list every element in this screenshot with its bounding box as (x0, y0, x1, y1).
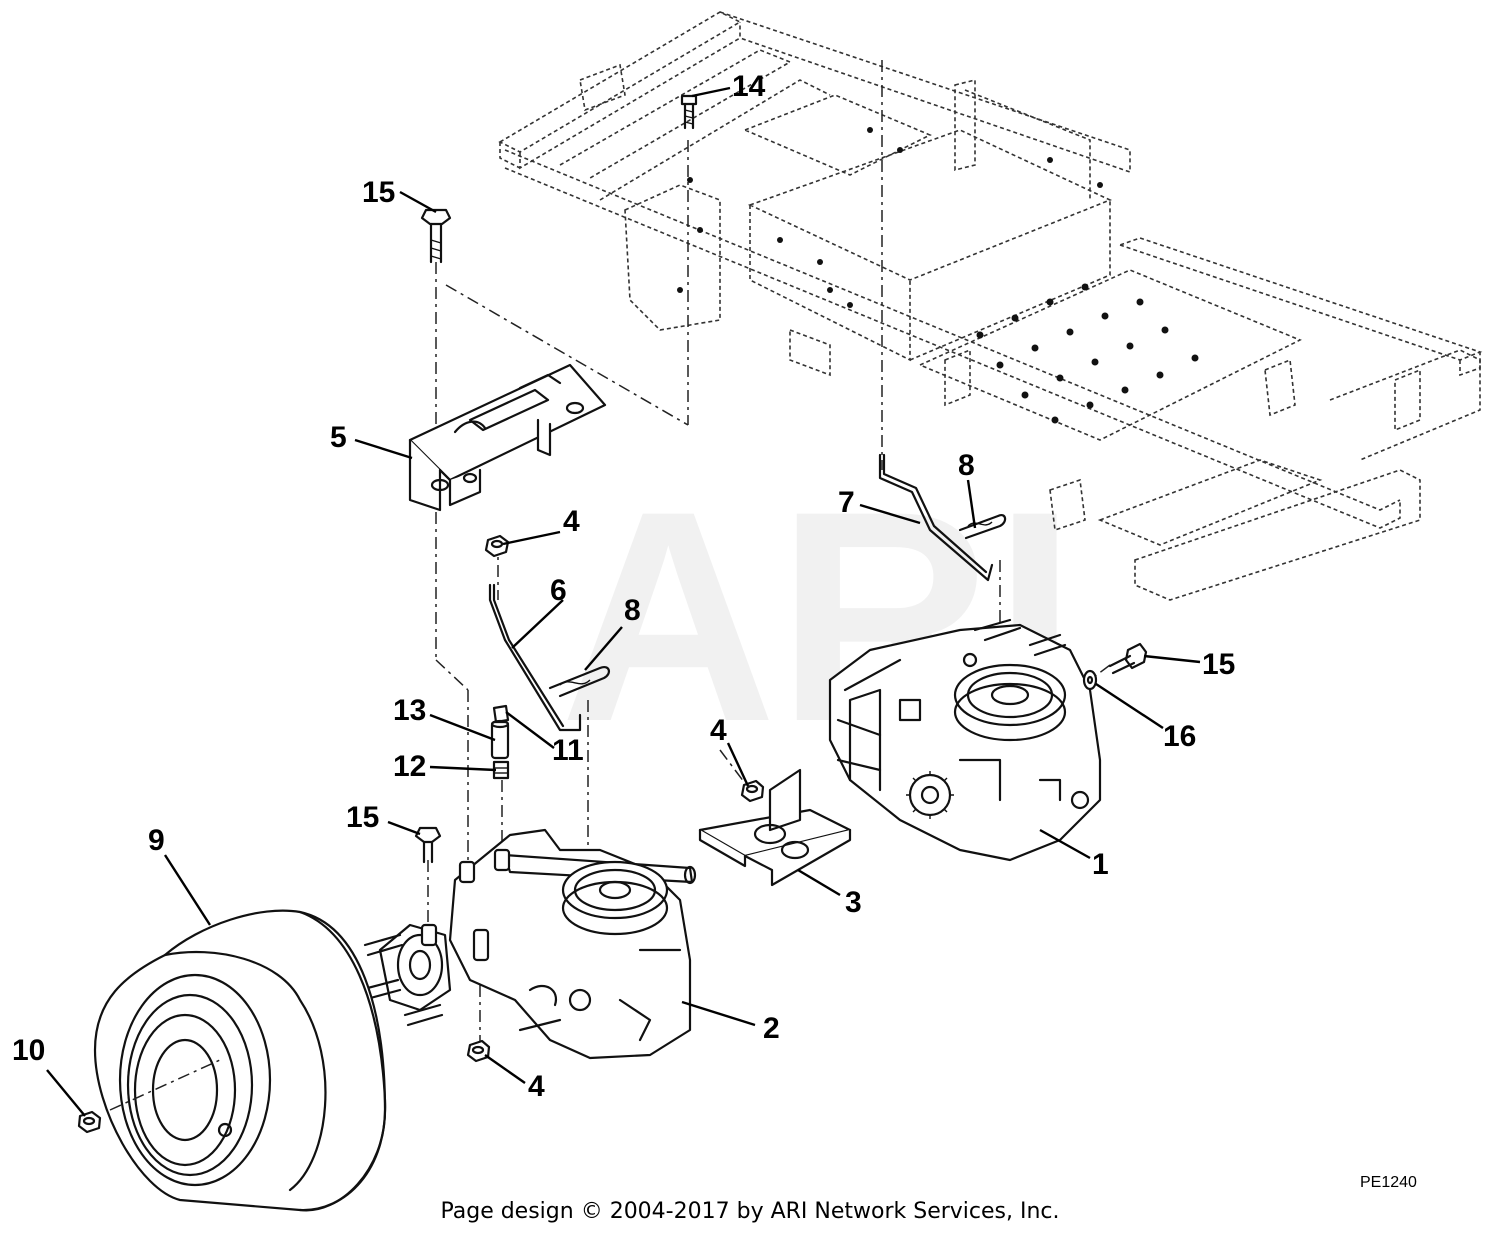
part-4-nut-middle (740, 779, 765, 803)
part-15-bolt-left (414, 826, 442, 864)
part-3-bracket (698, 768, 852, 887)
part-10-lug-nut (77, 1110, 102, 1134)
callout-12: 12 (393, 750, 426, 783)
part-5-mount-bracket (408, 363, 607, 512)
callout-14: 14 (732, 70, 766, 103)
leader-lines (46, 86, 1201, 1117)
part-8-hair-pin-left (548, 666, 610, 698)
part-2-transaxle-left (358, 828, 697, 1060)
part-4-nut-top (484, 534, 510, 558)
part-7-control-rod (878, 453, 994, 582)
part-16-washer (1082, 669, 1098, 691)
part-12-fitting (492, 760, 510, 780)
part-9-wheel-tire (93, 909, 387, 1212)
callout-13: 13 (393, 694, 426, 727)
callout-4-middle: 4 (710, 714, 727, 747)
callout-labels: 14 15 5 4 6 8 7 8 13 11 12 15 4 15 16 3 … (12, 70, 1235, 1103)
callout-15-top: 15 (362, 176, 395, 209)
part-1-transaxle-right (828, 618, 1102, 862)
callout-8-left: 8 (624, 594, 641, 627)
callout-9: 9 (148, 824, 165, 857)
part-15-bolt-top (420, 208, 452, 264)
callout-2: 2 (763, 1012, 780, 1045)
drawing-code: PE1240 (1360, 1174, 1417, 1191)
callout-15-left: 15 (346, 801, 379, 834)
callout-15-right: 15 (1202, 648, 1235, 681)
mower-frame (498, 11, 1483, 601)
callout-3: 3 (845, 886, 862, 919)
part-14-bolt (680, 94, 698, 130)
part-11-fitting (492, 704, 510, 724)
part-8-hair-pin-right (958, 514, 1007, 540)
callout-4-bottom: 4 (528, 1070, 545, 1103)
callout-10: 10 (12, 1034, 45, 1067)
part-15-bolt-right (1108, 642, 1148, 675)
callout-16: 16 (1163, 720, 1196, 753)
callout-5: 5 (330, 421, 347, 454)
callout-7: 7 (838, 486, 855, 519)
copyright-notice: Page design © 2004-2017 by ARI Network S… (440, 1199, 1059, 1224)
callout-11: 11 (552, 734, 584, 767)
callout-1: 1 (1092, 848, 1109, 881)
callout-8-right: 8 (958, 449, 975, 482)
callout-6: 6 (550, 574, 567, 607)
callout-4-top: 4 (563, 505, 580, 538)
part-6-control-rod (488, 583, 582, 732)
part-4-nut-bottom (466, 1039, 491, 1063)
